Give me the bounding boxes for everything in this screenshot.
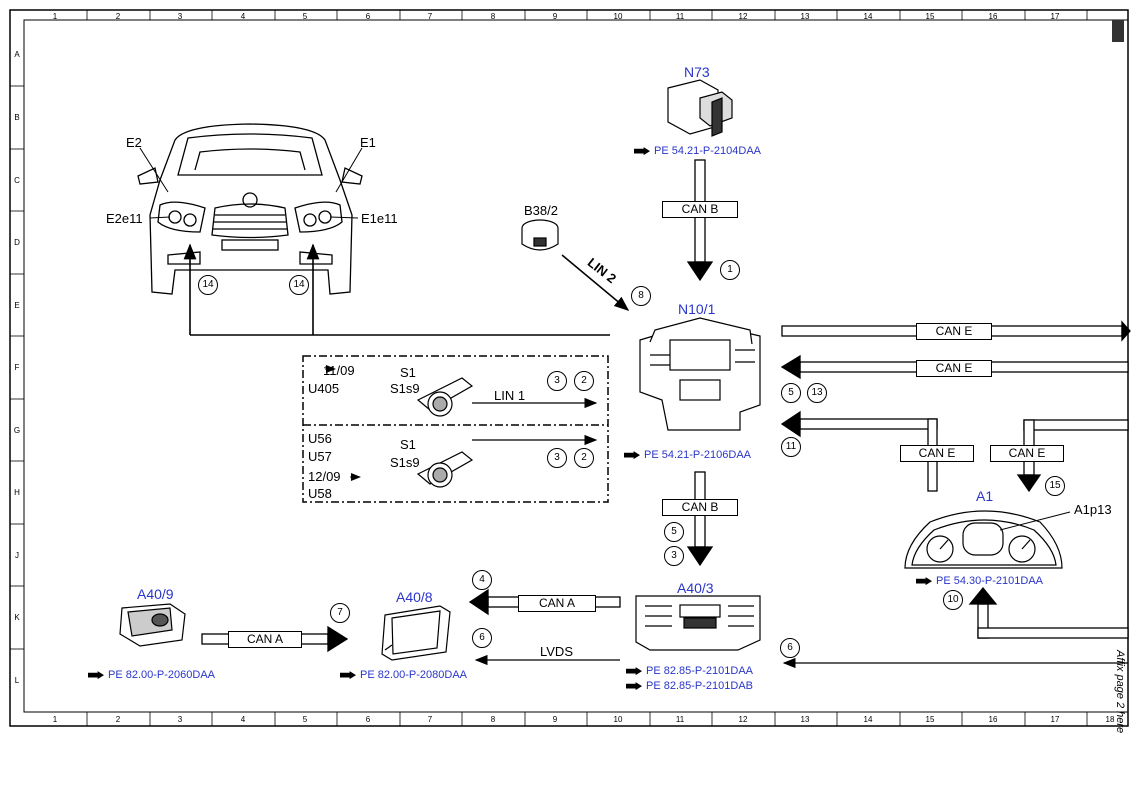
pointing-hand-icon: [340, 671, 356, 680]
a1-label: A1: [976, 488, 994, 504]
can-a-label-1: CAN A: [518, 595, 596, 612]
a40-8-ref-link[interactable]: PE 82.00-P-2080DAA: [340, 670, 467, 681]
n73-ignition-switch: [667, 79, 733, 137]
affix-note: Affix page 2 here: [1114, 650, 1126, 734]
a40-3-ref-link-1[interactable]: PE 82.85-P-2101DAA: [626, 666, 753, 677]
a1p13-label: A1p13: [1074, 502, 1112, 517]
e2e11-label: E2e11: [106, 211, 143, 226]
variant-lower-code-2: U57: [308, 449, 332, 464]
variant-upper-code: U405: [308, 381, 340, 396]
pointing-hand-icon: [626, 667, 642, 676]
n73-label: N73: [684, 64, 710, 80]
can-e-label-3: CAN E: [900, 445, 974, 462]
marker-11: 11: [781, 437, 801, 457]
a40-9-ref-link[interactable]: PE 82.00-P-2060DAA: [88, 670, 215, 681]
a40-9-camera: [119, 603, 186, 647]
a40-3-head-unit: [635, 595, 761, 651]
marker-13: 13: [807, 383, 827, 403]
b38-2-sensor: [521, 219, 559, 251]
variant-box: [302, 355, 609, 503]
pointing-hand-icon: [916, 577, 932, 586]
can-e-arrows: [780, 320, 1131, 493]
headlamp-leaders: [139, 147, 363, 219]
can-b-label-bottom: CAN B: [662, 499, 738, 516]
marker-1: 1: [720, 260, 740, 280]
variant-lower-date: 12/09: [308, 469, 341, 484]
can-a-label-2: CAN A: [228, 631, 302, 648]
variant-lower-code-3: U58: [308, 486, 332, 501]
marker-14-left: 14: [198, 275, 218, 295]
n10-1-label: N10/1: [678, 301, 716, 317]
e1e11-label: E1e11: [361, 211, 398, 226]
marker-3-center: 3: [664, 546, 684, 566]
grid-ticks: [10, 10, 1088, 726]
switch-s1-upper: [416, 377, 474, 417]
marker-6-center: 6: [472, 628, 492, 648]
can-e-label-1: CAN E: [916, 323, 992, 340]
a40-3-ref-link-2[interactable]: PE 82.85-P-2101DAB: [626, 681, 753, 692]
pointing-hand-icon: [88, 671, 104, 680]
a40-8-label: A40/8: [396, 589, 433, 605]
marker-5-center: 5: [664, 522, 684, 542]
marker-8: 8: [631, 286, 651, 306]
marker-15: 15: [1045, 476, 1065, 496]
can-e-label-2: CAN E: [916, 360, 992, 377]
pointing-hand-icon: [624, 451, 640, 460]
marker-3-upper: 3: [547, 371, 567, 391]
headlamp-wires: [183, 243, 610, 336]
marker-6-right: 6: [780, 638, 800, 658]
variant-lower-s1s9: S1s9: [390, 455, 420, 470]
marker-10: 10: [943, 590, 963, 610]
marker-2-upper: 2: [574, 371, 594, 391]
can-e-label-4: CAN E: [990, 445, 1064, 462]
variant-lower-s1: S1: [400, 437, 416, 452]
variant-upper-s1s9: S1s9: [390, 381, 420, 396]
n10-1-ref-link[interactable]: PE 54.21-P-2106DAA: [624, 450, 751, 461]
corner-icon: [1112, 20, 1124, 42]
lin1-label: LIN 1: [494, 388, 526, 403]
car-front-illustration: [137, 123, 363, 295]
variant-upper-date: 11/09: [323, 363, 355, 378]
pointing-hand-icon: [634, 147, 650, 156]
marker-2-lower: 2: [574, 448, 594, 468]
marker-7: 7: [330, 603, 350, 623]
a40-3-label: A40/3: [677, 580, 714, 596]
a40-9-label: A40/9: [137, 586, 174, 602]
a40-8-display: [381, 605, 451, 661]
pointing-hand-icon: [626, 682, 642, 691]
marker-3-lower: 3: [547, 448, 567, 468]
variant-upper-s1: S1: [400, 365, 416, 380]
switch-s1-lower: [416, 451, 474, 488]
n10-1-module: [639, 317, 761, 431]
marker-14-right: 14: [289, 275, 309, 295]
a1-instrument-cluster: [904, 510, 1071, 569]
b38-2-label: B38/2: [524, 203, 558, 218]
n73-ref-link[interactable]: PE 54.21-P-2104DAA: [634, 146, 761, 157]
e2-label: E2: [126, 135, 142, 150]
a1-ref-link[interactable]: PE 54.30-P-2101DAA: [916, 576, 1043, 587]
can-b-label-top: CAN B: [662, 201, 738, 218]
marker-5-right: 5: [781, 383, 801, 403]
a1-feed-arrow: [968, 586, 1129, 639]
lvds-label: LVDS: [540, 644, 573, 659]
lin2-line: [561, 254, 630, 311]
e1-label: E1: [360, 135, 376, 150]
variant-lower-code-1: U56: [308, 431, 332, 446]
marker-4: 4: [472, 570, 492, 590]
